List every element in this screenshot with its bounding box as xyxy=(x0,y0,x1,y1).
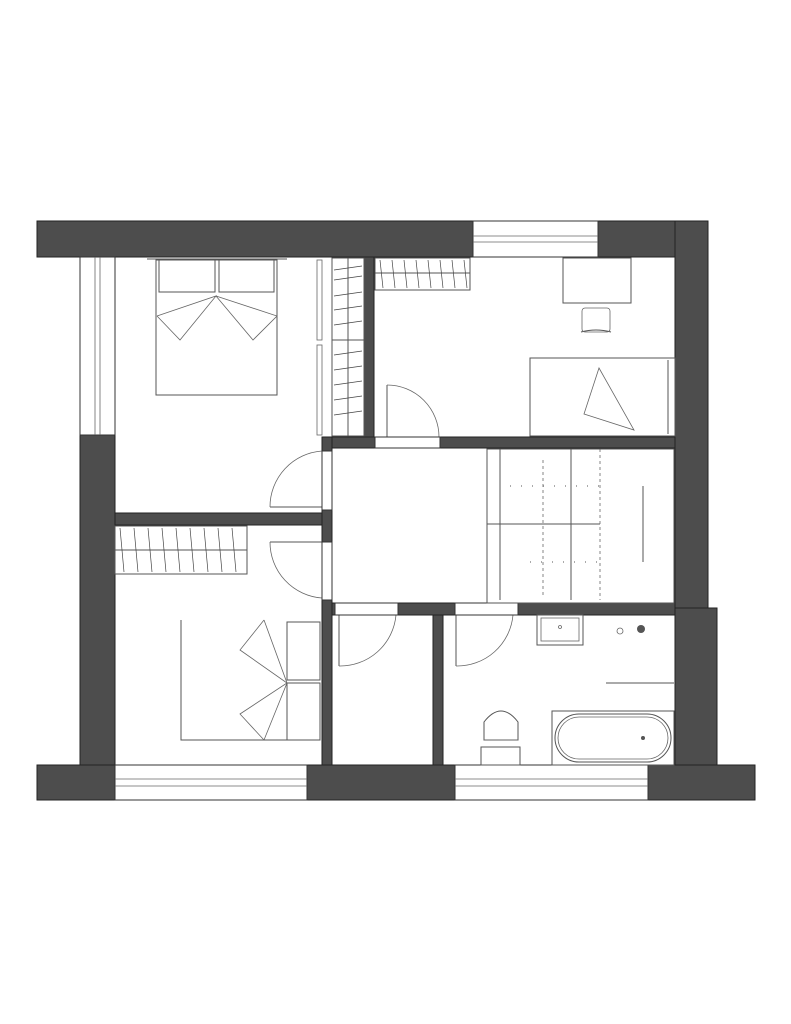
window-icon xyxy=(454,764,649,801)
sink-icon xyxy=(536,614,584,646)
window-icon xyxy=(114,764,308,801)
double-bed-icon xyxy=(180,619,321,741)
wardrobe-icon xyxy=(316,257,365,437)
window-icon xyxy=(79,256,116,436)
door-swing-icon xyxy=(454,602,519,667)
staircase-icon xyxy=(486,448,675,604)
window-icon xyxy=(472,220,599,258)
door-swing-icon xyxy=(269,450,333,511)
double-bed-icon xyxy=(147,258,287,396)
toilet-icon xyxy=(480,710,521,766)
windows xyxy=(79,220,649,801)
door-swing-icon xyxy=(374,384,441,449)
door-swing-icon xyxy=(269,541,333,601)
shower-drain-icon xyxy=(616,627,624,635)
single-bed-icon xyxy=(529,357,676,437)
chair-icon xyxy=(580,307,612,333)
wardrobe-icon xyxy=(114,525,248,575)
door-swing-icon xyxy=(334,602,399,667)
tap-icon xyxy=(637,625,645,633)
wardrobe-icon xyxy=(374,257,471,291)
desk-icon xyxy=(562,257,632,304)
bathtub-icon xyxy=(551,710,675,766)
walls xyxy=(36,220,756,801)
